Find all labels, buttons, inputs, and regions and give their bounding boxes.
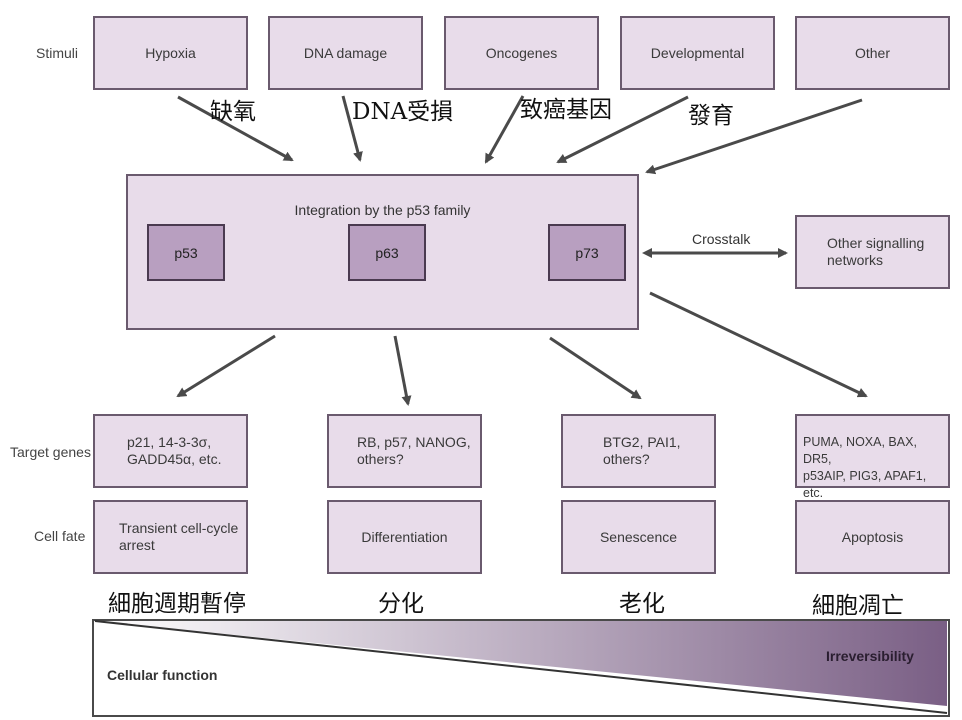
cjk-senescence: 老化 <box>619 591 665 617</box>
target-genes-row-label: Target genes <box>10 444 91 460</box>
stimuli-row-label: Stimuli <box>36 45 79 61</box>
target-genes-differentiation: RB, p57, NANOG, others? <box>327 414 482 488</box>
target-genes-arrest: p21, 14-3-3σ, GADD45α, etc. <box>93 414 248 488</box>
gradient-wedge <box>95 621 947 706</box>
integration-title: Integration by the p53 family <box>294 202 471 218</box>
other-networks-line2: networks <box>827 252 884 268</box>
other-signalling-networks-box: Other signalling networks <box>795 215 950 289</box>
cjk-oncogenes: 致癌基因 <box>520 97 612 123</box>
cjk-dna-damage: DNA受損 <box>352 99 454 125</box>
target-genes-differentiation-line2: others? <box>357 451 404 467</box>
target-genes-senescence-line1: BTG2, PAI1, <box>603 434 681 450</box>
cjk-differentiation: 分化 <box>378 591 424 617</box>
target-genes-senescence-line2: others? <box>603 451 650 467</box>
cell-fate-arrest: Transient cell-cycle arrest <box>93 500 248 574</box>
arrow-developmental <box>556 95 689 164</box>
stimulus-developmental: Developmental <box>620 16 775 90</box>
cellular-function-label: Cellular function <box>107 667 218 683</box>
cell-fate-arrest-line1: Transient cell-cycle <box>119 520 239 536</box>
other-networks-line1: Other signalling <box>827 235 925 251</box>
cjk-apoptosis: 細胞凋亡 <box>812 593 904 619</box>
arrow-to-differentiation <box>393 335 412 406</box>
stimulus-other: Other <box>795 16 950 90</box>
target-genes-apoptosis-line2: p53AIP, PIG3, APAF1, etc. <box>803 469 927 500</box>
arrow-to-senescence <box>549 336 642 400</box>
cjk-developmental: 發育 <box>688 103 734 129</box>
cell-fate-arrest-line2: arrest <box>119 537 155 553</box>
p73-box: p73 <box>548 224 626 281</box>
target-genes-apoptosis: PUMA, NOXA, BAX, DR5, p53AIP, PIG3, APAF… <box>795 414 950 500</box>
p53-box: p53 <box>147 224 225 281</box>
arrow-hypoxia <box>177 95 294 162</box>
stimulus-dna-damage: DNA damage <box>268 16 423 90</box>
gradient-diagonal <box>94 620 948 714</box>
target-genes-differentiation-line1: RB, p57, NANOG, <box>357 434 471 450</box>
arrow-to-apoptosis <box>649 291 868 398</box>
crosstalk-label: Crosstalk <box>692 231 751 247</box>
p63-box: p63 <box>348 224 426 281</box>
target-genes-arrest-line1: p21, 14-3-3σ, <box>127 434 212 450</box>
cell-fate-differentiation: Differentiation <box>327 500 482 574</box>
stimulus-hypoxia: Hypoxia <box>93 16 248 90</box>
arrow-to-arrest <box>176 334 276 398</box>
target-genes-apoptosis-line1: PUMA, NOXA, BAX, DR5, <box>803 435 917 466</box>
stimulus-oncogenes: Oncogenes <box>444 16 599 90</box>
cjk-cell-cycle-arrest: 細胞週期暫停 <box>108 591 246 617</box>
arrow-oncogenes <box>484 95 525 164</box>
arrow-dna-damage <box>341 95 363 162</box>
target-genes-senescence: BTG2, PAI1, others? <box>561 414 716 488</box>
cell-fate-apoptosis: Apoptosis <box>795 500 950 574</box>
arrow-other <box>645 98 863 175</box>
irreversibility-label: Irreversibility <box>826 648 914 664</box>
cell-fate-senescence: Senescence <box>561 500 716 574</box>
target-genes-arrest-line2: GADD45α, etc. <box>127 451 222 467</box>
cell-fate-row-label: Cell fate <box>34 528 86 544</box>
cjk-hypoxia: 缺氧 <box>210 99 256 125</box>
